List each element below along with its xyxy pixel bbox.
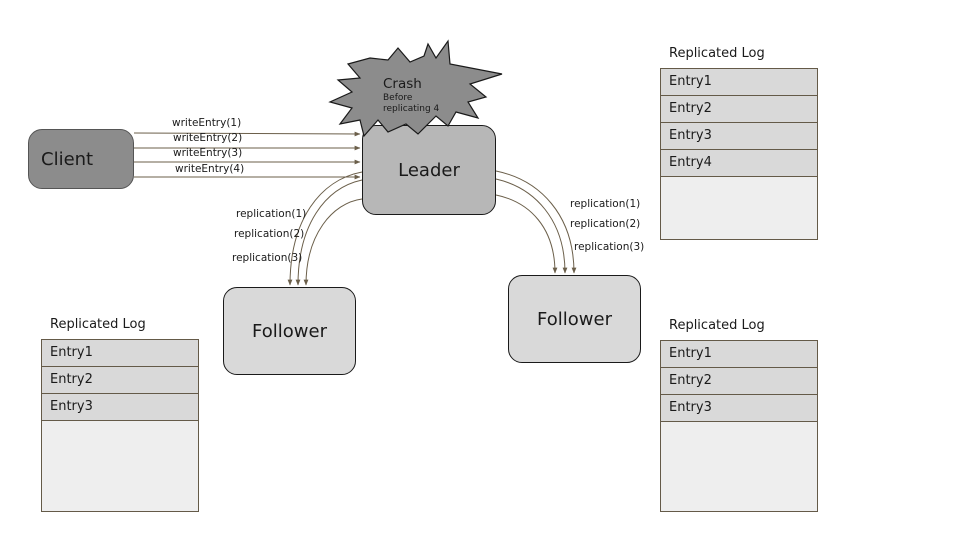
replication-arrow-left-2 — [295, 179, 363, 286]
follower-node-right: Follower — [508, 275, 641, 363]
log-title: Replicated Log — [669, 46, 765, 61]
log-entry: Entry2 — [661, 96, 817, 123]
log-entry: Entry2 — [42, 367, 198, 394]
leader-node: Leader — [362, 125, 496, 215]
write-label-4: writeEntry(4) — [175, 163, 245, 175]
replication-left-label-3: replication(3) — [232, 252, 303, 264]
write-label-3: writeEntry(3) — [173, 147, 243, 159]
log-entry: Entry1 — [661, 69, 817, 96]
log-title: Replicated Log — [669, 318, 765, 333]
crash-subtitle: Before replicating 4 — [383, 93, 440, 114]
leader-label: Leader — [398, 159, 460, 181]
replication-arrow-right-3 — [495, 194, 558, 274]
log-title: Replicated Log — [50, 317, 146, 332]
follower-left-label: Follower — [252, 320, 327, 342]
replication-arrow-right-2 — [495, 178, 568, 274]
log-box: Entry1 Entry2 Entry3 — [660, 340, 818, 512]
log-entry: Entry3 — [42, 394, 198, 421]
write-label-1: writeEntry(1) — [172, 117, 242, 129]
log-box: Entry1 Entry2 Entry3 — [41, 339, 199, 512]
replication-left-label-2: replication(2) — [234, 228, 305, 240]
replication-arrow-right-1 — [495, 170, 577, 274]
log-entry: Entry4 — [661, 150, 817, 177]
write-arrow-1 — [133, 131, 361, 137]
replication-left-label-1: replication(1) — [236, 208, 307, 220]
client-node: Client — [28, 129, 134, 189]
log-entry: Entry2 — [661, 368, 817, 395]
log-entry: Entry1 — [661, 341, 817, 368]
follower-node-left: Follower — [223, 287, 356, 375]
write-label-2: writeEntry(2) — [173, 132, 243, 144]
follower-left-replicated-log: Replicated Log Entry1 Entry2 Entry3 — [41, 317, 199, 512]
follower-right-label: Follower — [537, 308, 612, 330]
log-entry: Entry3 — [661, 123, 817, 150]
leader-replicated-log: Replicated Log Entry1 Entry2 Entry3 Entr… — [660, 46, 818, 240]
replication-right-label-1: replication(1) — [570, 198, 641, 210]
crash-title: Crash — [383, 76, 422, 92]
log-entry: Entry1 — [42, 340, 198, 367]
replication-right-label-3: replication(3) — [574, 241, 645, 253]
log-box: Entry1 Entry2 Entry3 Entry4 — [660, 68, 818, 240]
log-entry: Entry3 — [661, 395, 817, 422]
follower-right-replicated-log: Replicated Log Entry1 Entry2 Entry3 — [660, 318, 818, 512]
replication-right-label-2: replication(2) — [570, 218, 641, 230]
replication-arrow-left-3 — [303, 198, 363, 286]
client-label: Client — [41, 148, 94, 170]
